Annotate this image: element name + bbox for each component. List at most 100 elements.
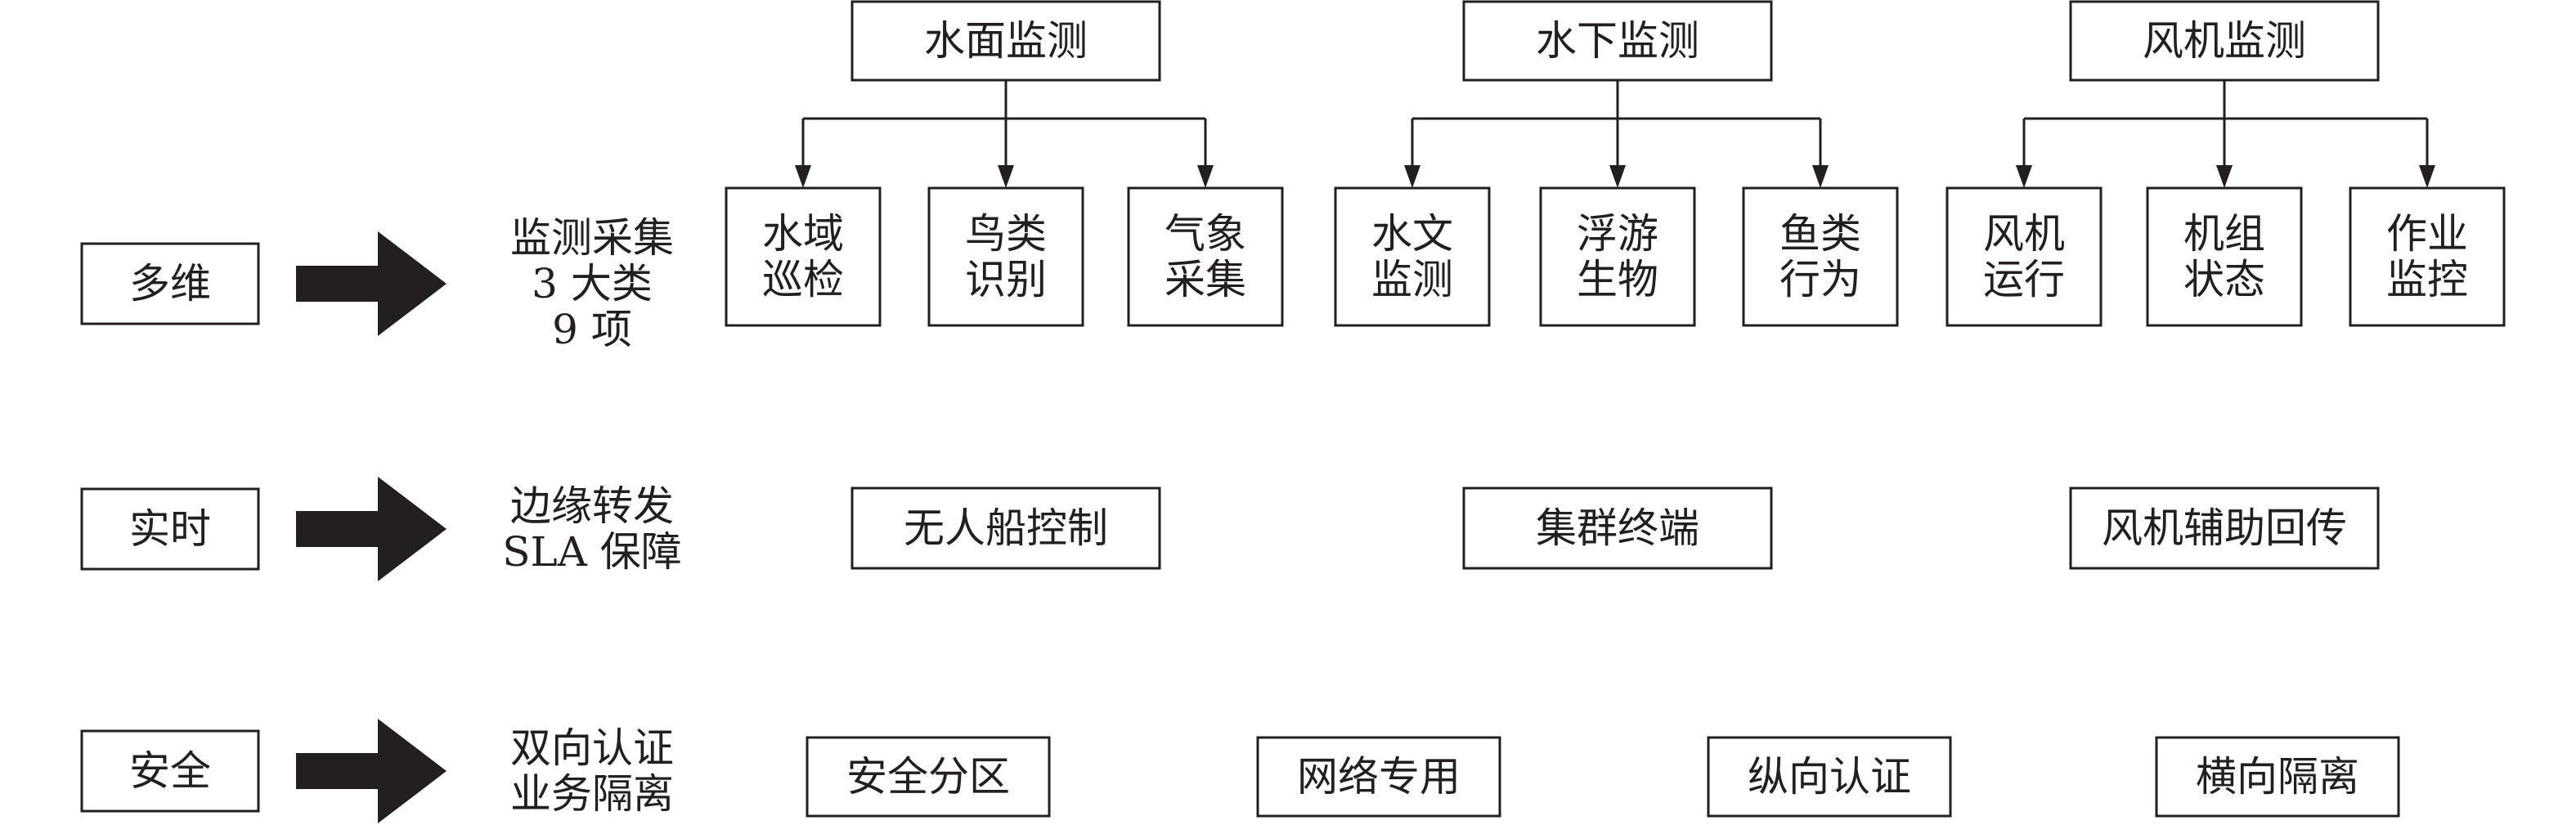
node-layer: 多维监测采集3 大类9 项实时边缘转发SLA 保障安全双向认证业务隔离水面监测水… xyxy=(80,0,2506,823)
monitoring-item-1-2-frame xyxy=(1742,186,1899,327)
category-box-1-label: 实时 xyxy=(129,505,211,553)
category-box-0-label: 多维 xyxy=(129,260,211,307)
monitoring-item-2-0-label: 运行 xyxy=(1983,256,2065,303)
tree-arrow-head xyxy=(1197,165,1214,188)
monitoring-item-0-0-label: 巡检 xyxy=(762,256,844,303)
category-box-2-label: 安全 xyxy=(129,747,211,795)
category-box-1-frame xyxy=(80,487,260,571)
monitoring-item-1-0-label: 水文 xyxy=(1371,210,1453,258)
security-item-0-frame xyxy=(806,736,1051,818)
tree-connector-1 xyxy=(1412,80,1820,120)
monitoring-item-0-2-label: 气象 xyxy=(1165,210,1246,258)
security-item-3-label: 横向隔离 xyxy=(2196,753,2359,800)
category-box-0-frame xyxy=(80,242,260,325)
tree-arrow-head xyxy=(2419,165,2435,188)
monitoring-item-0-1-label: 鸟类 xyxy=(965,210,1047,258)
realtime-item-2: 风机辅助回传 xyxy=(2069,486,2380,570)
monitoring-item-0-2-frame xyxy=(1127,186,1284,327)
monitoring-item-1-0-label: 监测 xyxy=(1371,256,1453,303)
category-description-line: 监测采集 xyxy=(510,214,674,262)
monitoring-item-2-0-frame xyxy=(1945,186,2103,327)
security-item-1-frame xyxy=(1256,736,1501,818)
flow-arrow-0 xyxy=(296,231,447,336)
realtime-item-1: 集群终端 xyxy=(1462,486,1773,570)
monitoring-item-1-1-label: 生物 xyxy=(1577,256,1658,303)
category-box-1: 实时 xyxy=(80,487,260,571)
category-description-line: 业务隔离 xyxy=(510,770,674,818)
monitoring-group-header-2-label: 风机监测 xyxy=(2143,17,2306,65)
realtime-item-2-frame xyxy=(2069,486,2380,570)
monitoring-item-1-2-label: 鱼类 xyxy=(1779,210,1861,258)
monitoring-group-header-0-frame xyxy=(850,0,1161,82)
security-item-3: 横向隔离 xyxy=(2155,736,2400,818)
security-item-0-label: 安全分区 xyxy=(846,753,1010,800)
monitoring-item-2-2-frame xyxy=(2349,186,2506,327)
tree-connector-2 xyxy=(2024,80,2427,120)
monitoring-group-header-1-frame xyxy=(1462,0,1773,82)
tree-arrow-head xyxy=(998,165,1014,188)
monitoring-item-0-0-label: 水域 xyxy=(762,210,844,258)
security-item-2: 纵向认证 xyxy=(1707,736,1952,818)
monitoring-item-1-2-label: 行为 xyxy=(1779,256,1861,303)
monitoring-group-header-2: 风机监测 xyxy=(2069,0,2380,82)
tree-arrow-head xyxy=(1404,165,1420,188)
security-item-1: 网络专用 xyxy=(1256,736,1501,818)
category-description-line: SLA 保障 xyxy=(502,528,681,576)
category-box-2-frame xyxy=(80,729,260,813)
monitoring-group-header-2-frame xyxy=(2069,0,2380,82)
monitoring-item-2-2-label: 监控 xyxy=(2386,256,2468,303)
tree-arrow-head xyxy=(2016,165,2032,188)
tree-connector-0 xyxy=(803,80,1205,120)
monitoring-group-header-1: 水下监测 xyxy=(1462,0,1773,82)
tree-arrow-head xyxy=(1812,165,1829,188)
security-item-0: 安全分区 xyxy=(806,736,1051,818)
realtime-item-1-frame xyxy=(1462,486,1773,570)
realtime-item-0: 无人船控制 xyxy=(850,486,1161,570)
connector-layer xyxy=(795,80,2435,188)
monitoring-item-2-1-label: 机组 xyxy=(2183,210,2265,258)
category-description-line: 边缘转发 xyxy=(510,482,674,530)
category-box-0: 多维 xyxy=(80,242,260,325)
category-box-2: 安全 xyxy=(80,729,260,813)
monitoring-item-2-2-label: 作业 xyxy=(2386,210,2468,258)
monitoring-item-0-0-frame xyxy=(725,186,882,327)
security-item-1-label: 网络专用 xyxy=(1297,753,1461,800)
realtime-item-1-label: 集群终端 xyxy=(1536,504,1699,552)
monitoring-group-header-1-label: 水下监测 xyxy=(1536,17,1699,65)
monitoring-group-header-0-label: 水面监测 xyxy=(924,17,1088,65)
monitoring-group-header-0: 水面监测 xyxy=(850,0,1161,82)
tree-arrow-head xyxy=(2216,165,2233,188)
flow-arrow-1 xyxy=(296,477,447,581)
monitoring-item-1-1-frame xyxy=(1539,186,1696,327)
realtime-item-0-frame xyxy=(850,486,1161,570)
security-item-2-frame xyxy=(1707,736,1952,818)
monitoring-item-1-0-frame xyxy=(1334,186,1491,327)
monitoring-item-2-1-label: 状态 xyxy=(2183,256,2265,303)
security-item-2-label: 纵向认证 xyxy=(1748,753,1911,800)
category-description-line: 双向认证 xyxy=(510,724,674,772)
tree-arrow-head xyxy=(1609,165,1626,188)
monitoring-item-2-1-frame xyxy=(2146,186,2303,327)
monitoring-item-0-2-label: 采集 xyxy=(1165,256,1246,303)
realtime-item-2-label: 风机辅助回传 xyxy=(2102,504,2347,552)
monitoring-item-0-1-frame xyxy=(927,186,1084,327)
security-item-3-frame xyxy=(2155,736,2400,818)
tree-arrow-head xyxy=(795,165,811,188)
flow-arrow-2 xyxy=(296,719,447,823)
monitoring-item-1-1-label: 浮游 xyxy=(1577,210,1658,258)
monitoring-item-0-1-label: 识别 xyxy=(965,256,1047,303)
realtime-item-0-label: 无人船控制 xyxy=(904,504,1108,552)
